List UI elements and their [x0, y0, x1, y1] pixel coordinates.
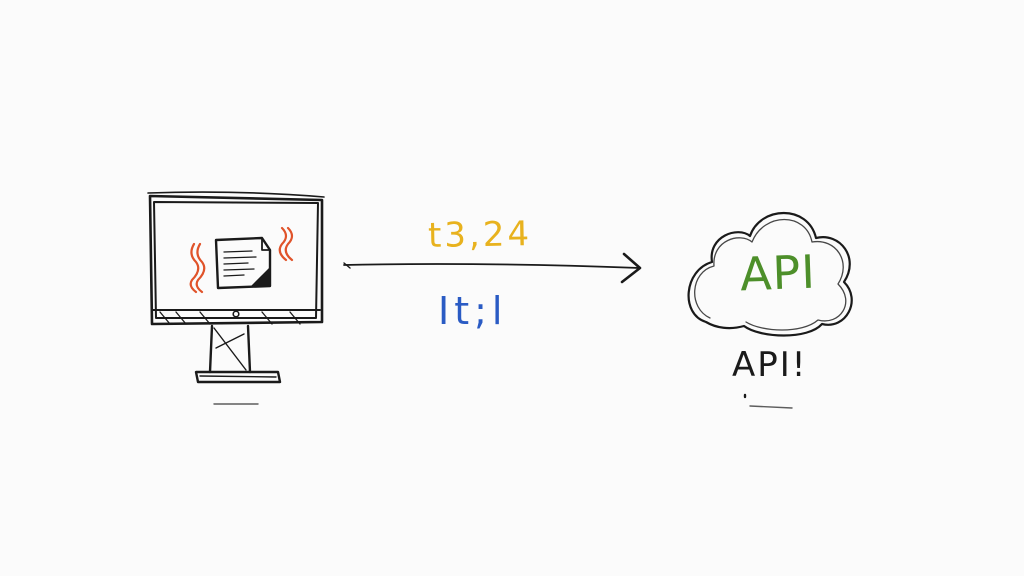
cloud-label: API: [739, 244, 817, 302]
arrow-bottom-label: It;l: [438, 289, 508, 333]
document-icon: [214, 236, 272, 290]
arrow-top-label: t3,24: [427, 214, 533, 256]
cloud-caption: API!: [732, 345, 808, 385]
